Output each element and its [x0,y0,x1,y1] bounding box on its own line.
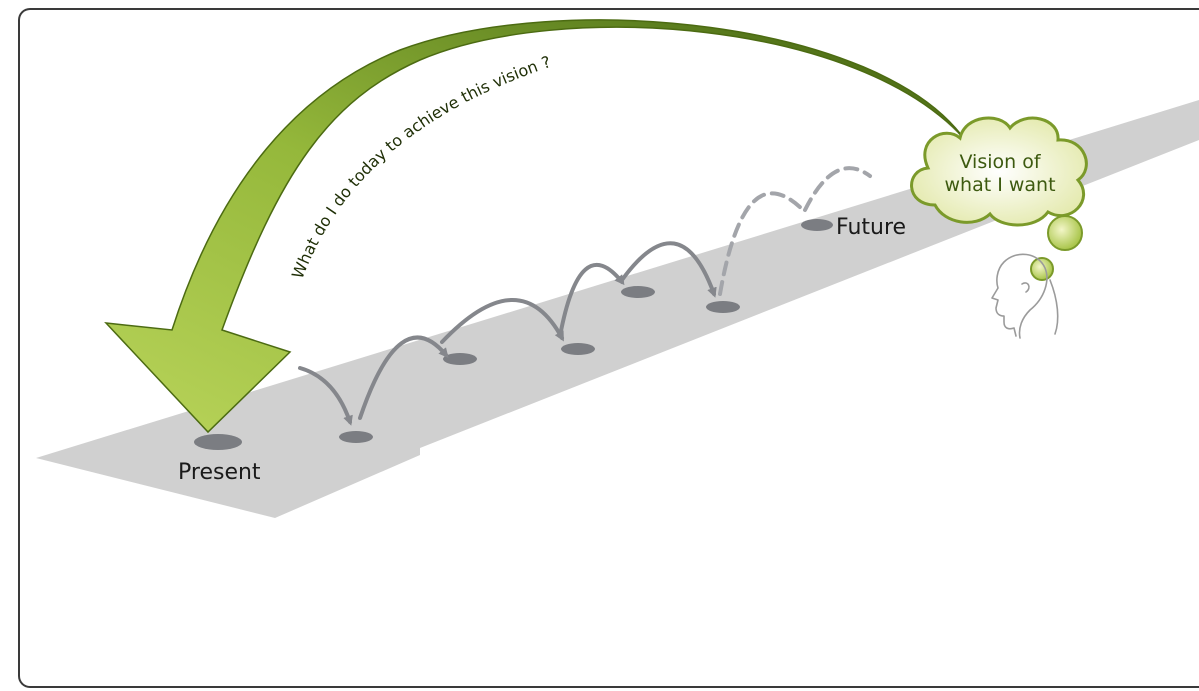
step-marker [443,353,477,365]
hop-arrow [620,241,717,298]
hop-arrow [298,366,353,426]
step-marker [706,301,740,313]
hop-arrow [358,335,449,420]
future-hop-arrow [718,191,807,296]
step-marker [621,286,655,298]
hop-arrow [440,298,564,344]
future-hop-arrow [803,166,872,212]
present-label: Present [178,460,261,485]
arrow-question: What do I do today to achieve this visio… [288,52,553,281]
vision-line-2: what I want [944,174,1055,196]
future-hop-arrows [718,166,872,296]
head-icon [991,253,1059,339]
step-marker-present [194,434,242,450]
step-markers [194,219,833,450]
vision-line-1: Vision of [959,151,1041,173]
vision-cloud [910,116,1088,227]
big-curved-arrow [104,19,966,434]
thought-bubble-small [1030,257,1054,281]
step-marker [561,343,595,355]
step-marker [339,431,373,443]
diagram-frame [18,8,1199,688]
step-marker-future [801,219,833,231]
hop-arrows [298,241,717,426]
future-label: Future [836,215,906,240]
timeline-road [36,100,1199,518]
hop-arrow [558,262,625,338]
thought-bubble-large [1047,215,1083,251]
arrow-question-text: What do I do today to achieve this visio… [288,52,553,281]
